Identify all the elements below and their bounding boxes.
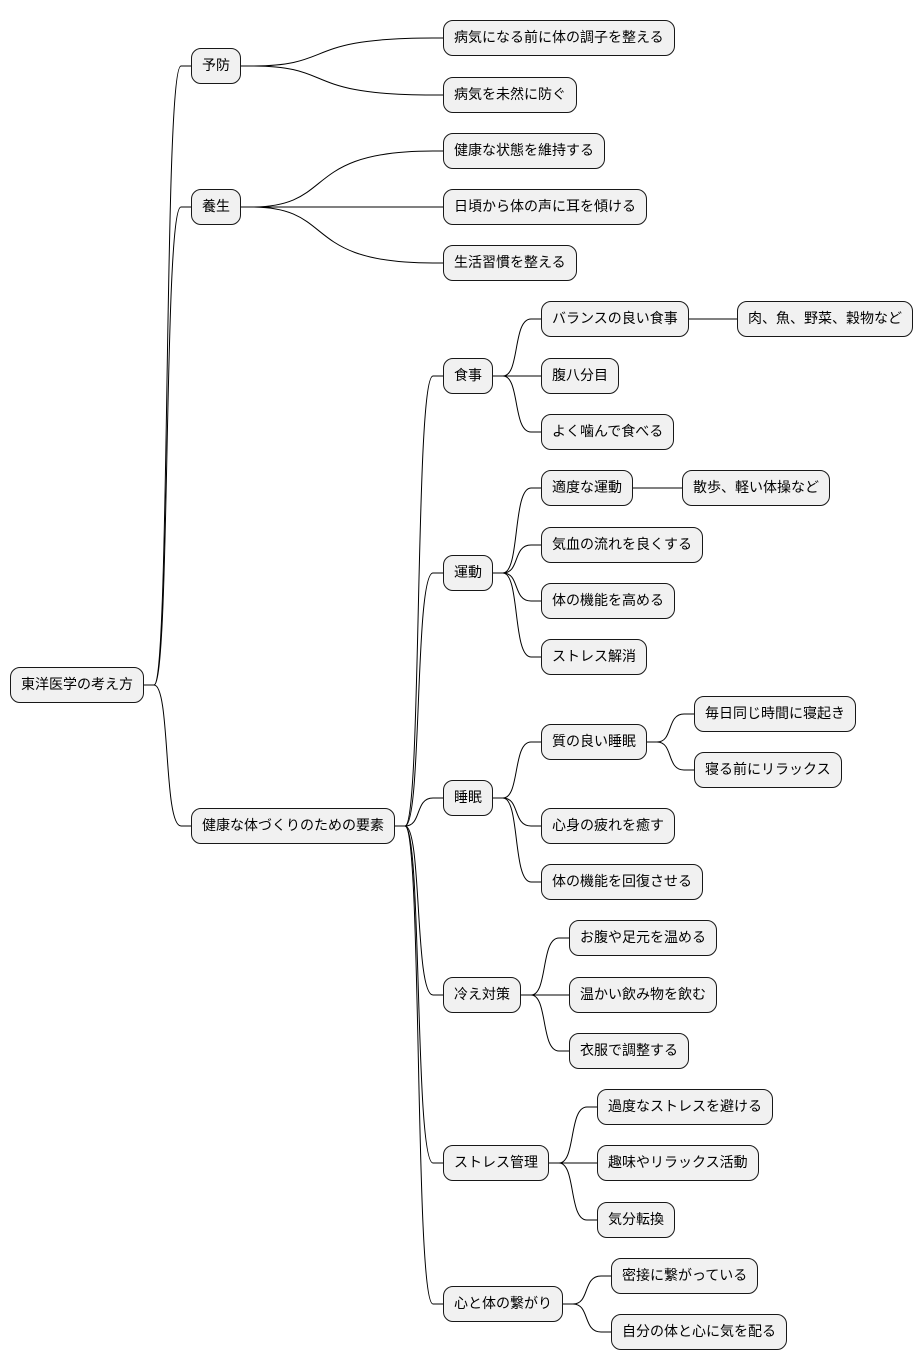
- edge-stress-stress-3: [549, 1162, 597, 1221]
- mindmap-node-cold-2: 温かい飲み物を飲む: [569, 977, 717, 1013]
- mindmap-node-sleep-3: 体の機能を回復させる: [541, 864, 703, 900]
- mindmap-node-diet-3: よく噛んで食べる: [541, 414, 675, 450]
- mindmap-node-exercise: 運動: [443, 555, 493, 591]
- edge-exercise-exercise-1: [493, 487, 541, 574]
- mindmap-node-diet-1: バランスの良い食事: [541, 301, 689, 337]
- mindmap-node-sleep: 睡眠: [443, 780, 493, 816]
- mindmap-node-mindbody: 心と体の繋がり: [443, 1286, 563, 1322]
- edge-yojo-yojo-3: [241, 206, 443, 264]
- mindmap-node-cold: 冷え対策: [443, 977, 521, 1013]
- edge-cold-cold-1: [521, 937, 569, 996]
- mindmap-node-diet-2: 腹八分目: [541, 358, 619, 394]
- mindmap-node-sleep-1-2: 寝る前にリラックス: [694, 752, 842, 788]
- mindmap-node-exercise-1: 適度な運動: [541, 470, 633, 506]
- mindmap-node-stress-2: 趣味やリラックス活動: [597, 1145, 759, 1181]
- edge-sleep-sleep-2: [493, 797, 541, 827]
- edge-exercise-exercise-2: [493, 544, 541, 574]
- mindmap-node-root: 東洋医学の考え方: [10, 667, 144, 703]
- edge-diet-diet-3: [493, 375, 541, 433]
- mindmap-node-exercise-4: ストレス解消: [541, 639, 647, 675]
- edge-elements-stress: [395, 825, 443, 1164]
- mindmap-node-diet: 食事: [443, 358, 493, 394]
- edge-exercise-exercise-3: [493, 572, 541, 602]
- edge-sleep-1-sleep-1-2: [647, 741, 694, 771]
- edge-prevention-prevention-2: [241, 65, 443, 96]
- mindmap-node-yojo-3: 生活習慣を整える: [443, 245, 577, 281]
- mindmap-node-yojo-2: 日頃から体の声に耳を傾ける: [443, 189, 647, 225]
- edge-elements-mindbody: [395, 825, 443, 1305]
- mindmap-node-mindbody-1: 密接に繋がっている: [611, 1258, 759, 1294]
- mindmap-node-mindbody-2: 自分の体と心に気を配る: [611, 1314, 787, 1350]
- mindmap-node-cold-1: お腹や足元を温める: [569, 920, 717, 956]
- edge-yojo-yojo-1: [241, 150, 443, 208]
- edge-elements-exercise: [395, 572, 443, 827]
- mindmap-node-sleep-1: 質の良い睡眠: [541, 724, 647, 760]
- edge-stress-stress-1: [549, 1106, 597, 1164]
- edge-mindbody-mindbody-2: [563, 1303, 611, 1333]
- edge-sleep-1-sleep-1-1: [647, 713, 694, 743]
- mindmap-node-yojo: 養生: [191, 189, 241, 225]
- mindmap-node-sleep-2: 心身の疲れを癒す: [541, 808, 675, 844]
- edge-elements-sleep: [395, 797, 443, 827]
- mindmap-node-elements: 健康な体づくりのための要素: [191, 808, 395, 844]
- mindmap-node-yojo-1: 健康な状態を維持する: [443, 133, 605, 169]
- mindmap-node-prevention: 予防: [191, 48, 241, 84]
- edge-sleep-sleep-1: [493, 741, 541, 799]
- mindmap-node-stress: ストレス管理: [443, 1145, 549, 1181]
- mindmap-node-stress-1: 過度なストレスを避ける: [597, 1089, 773, 1125]
- edge-prevention-prevention-1: [241, 37, 443, 67]
- edge-root-prevention: [144, 65, 191, 686]
- mindmap-node-stress-3: 気分転換: [597, 1202, 675, 1238]
- edge-root-elements: [144, 684, 191, 827]
- edge-sleep-sleep-3: [493, 797, 541, 883]
- mindmap-node-prevention-1: 病気になる前に体の調子を整える: [443, 20, 675, 56]
- edge-root-yojo: [144, 206, 191, 686]
- mindmap-node-sleep-1-1: 毎日同じ時間に寝起き: [694, 696, 856, 732]
- edge-cold-cold-3: [521, 994, 569, 1052]
- edge-elements-cold: [395, 825, 443, 996]
- mindmap-node-exercise-1-1: 散歩、軽い体操など: [682, 470, 830, 506]
- edge-elements-diet: [395, 375, 443, 827]
- mindmap-node-diet-1-1: 肉、魚、野菜、穀物など: [737, 301, 913, 337]
- mindmap-node-exercise-3: 体の機能を高める: [541, 583, 675, 619]
- mindmap-node-cold-3: 衣服で調整する: [569, 1033, 689, 1069]
- edge-mindbody-mindbody-1: [563, 1275, 611, 1305]
- mindmap-node-exercise-2: 気血の流れを良くする: [541, 527, 703, 563]
- edge-diet-diet-1: [493, 318, 541, 377]
- edge-exercise-exercise-4: [493, 572, 541, 658]
- mindmap-node-prevention-2: 病気を未然に防ぐ: [443, 77, 577, 113]
